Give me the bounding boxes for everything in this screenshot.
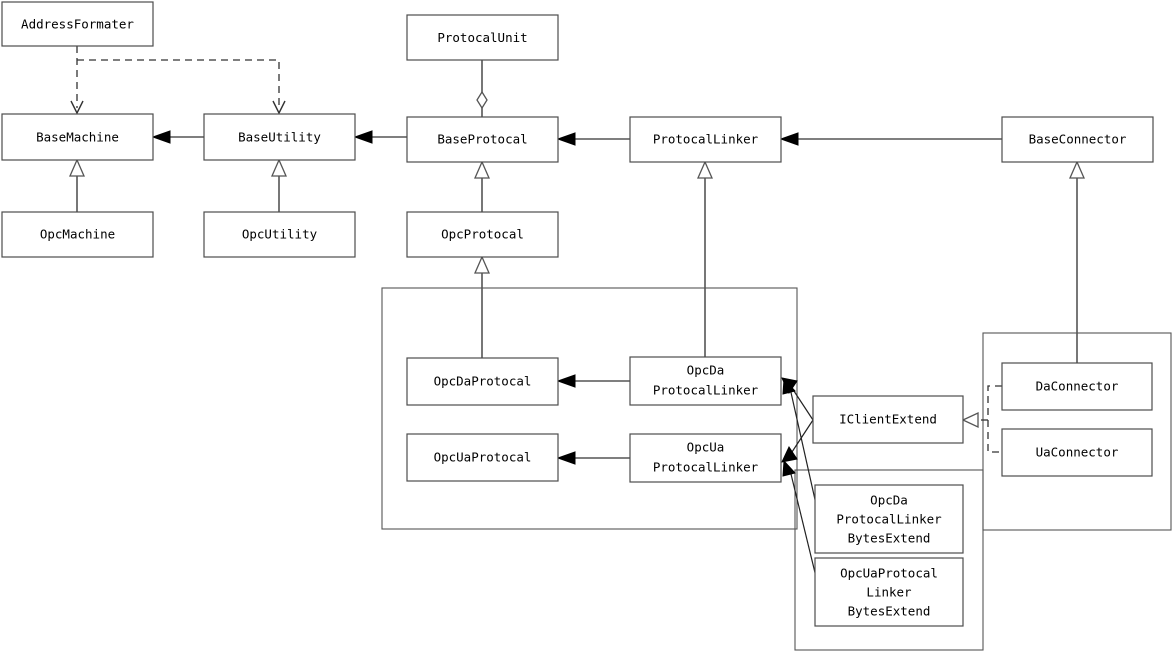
generalization-triangle-opcprotocal [474,255,490,274]
arrowhead-open-baseutility [272,100,286,115]
class-box-opcdaprotocal[interactable]: OpcDaProtocal [406,357,559,406]
class-label: BaseConnector [1029,132,1127,147]
generalization-triangle-baseconnector [1069,160,1085,179]
class-box-baseprotocal[interactable]: BaseProtocal [406,116,559,163]
generalization-triangle-baseprotocal [474,160,490,179]
class-box-opcdaprotocallinker[interactable]: OpcDa ProtocalLinker [629,356,782,406]
class-label: OpcUtility [242,227,318,242]
class-label: BaseProtocal [437,132,527,147]
class-label-line-1: OpcUaProtocal [840,566,938,581]
class-box-protocalunit[interactable]: ProtocalUnit [406,14,559,61]
group-protocal-container [381,287,798,530]
class-box-opcutility[interactable]: OpcUtility [203,211,356,258]
arrowhead-solid-baseutility [353,130,373,144]
arrowhead-solid-opcualinker-a [781,445,798,463]
class-box-opcuaprotocallinkerbytesextend[interactable]: OpcUaProtocal Linker BytesExtend [814,557,964,627]
arrowhead-solid-baseprotocal [556,132,576,146]
class-box-opcdaprotocallinkerbytesextend[interactable]: OpcDa ProtocalLinker BytesExtend [814,484,964,554]
aggregation-diamond [476,90,488,110]
class-box-opcuaprotocallinker[interactable]: OpcUa ProtocalLinker [629,433,782,483]
class-box-protocallinker[interactable]: ProtocalLinker [629,116,782,163]
class-label: DaConnector [1036,379,1119,394]
class-box-daconnector[interactable]: DaConnector [1001,362,1153,411]
class-label: OpcProtocal [441,227,524,242]
class-label-line-3: BytesExtend [848,531,931,546]
class-box-opcprotocal[interactable]: OpcProtocal [406,211,559,258]
realization-daconnector-iclientextend [987,385,1002,453]
class-boxes: AddressFormater ProtocalUnit BaseMachine… [1,1,1154,482]
arrowhead-solid-protocallinker [779,132,799,146]
class-label: OpcUaProtocal [434,450,532,465]
class-label-line-2: Linker [866,585,912,600]
class-label-line-1: OpcUa [687,440,725,455]
class-box-addressformater[interactable]: AddressFormater [1,1,154,47]
class-box-iclientextend[interactable]: IClientExtend [812,395,964,444]
class-label-line-3: BytesExtend [848,604,931,619]
arrowhead-solid-opcdaprotocal [556,374,576,388]
association-opcdabytesextend-opcdalinker [789,387,819,514]
class-label: ProtocalUnit [437,30,527,45]
class-box-baseutility[interactable]: BaseUtility [203,113,356,161]
class-label-line-2: ProtocalLinker [653,460,759,475]
class-label-line-1: OpcDa [870,493,908,508]
arrowhead-open-basemachine [70,100,84,115]
class-label: IClientExtend [839,412,937,427]
class-label: AddressFormater [21,17,134,32]
dependency-addressformater-baseutility [77,59,280,108]
generalization-triangle-basemachine [69,158,85,177]
class-label-line-1: OpcDa [687,363,725,378]
generalization-triangle-baseutility [271,158,287,177]
generalization-triangle-protocallinker [697,160,713,179]
class-label: BaseMachine [36,130,119,145]
relationship-lines [69,46,1085,586]
class-box-uaconnector[interactable]: UaConnector [1001,428,1153,477]
association-opcuabytesextend-opcualinker [789,469,819,586]
class-box-basemachine[interactable]: BaseMachine [1,113,154,161]
class-label: UaConnector [1036,445,1119,460]
class-label: OpcMachine [40,227,115,242]
arrowhead-solid-opcuaprotocal [556,451,576,465]
class-label: OpcDaProtocal [434,374,532,389]
arrowhead-solid-opcdalinker-b [782,377,796,395]
multiline-class-boxes: OpcDa ProtocalLinker OpcUa ProtocalLinke… [629,356,964,627]
class-label: ProtocalLinker [653,132,759,147]
class-label: BaseUtility [238,130,321,145]
class-box-opcuaprotocal[interactable]: OpcUaProtocal [406,433,559,482]
arrowhead-solid-opcualinker-b [782,459,796,477]
class-label-line-2: ProtocalLinker [836,512,942,527]
class-box-baseconnector[interactable]: BaseConnector [1001,116,1154,163]
class-box-opcmachine[interactable]: OpcMachine [1,211,154,258]
arrowhead-solid-basemachine [151,130,171,144]
realization-triangle-iclientextend [961,411,979,429]
class-label-line-2: ProtocalLinker [653,383,759,398]
group-bytes-extend-container [794,469,984,651]
